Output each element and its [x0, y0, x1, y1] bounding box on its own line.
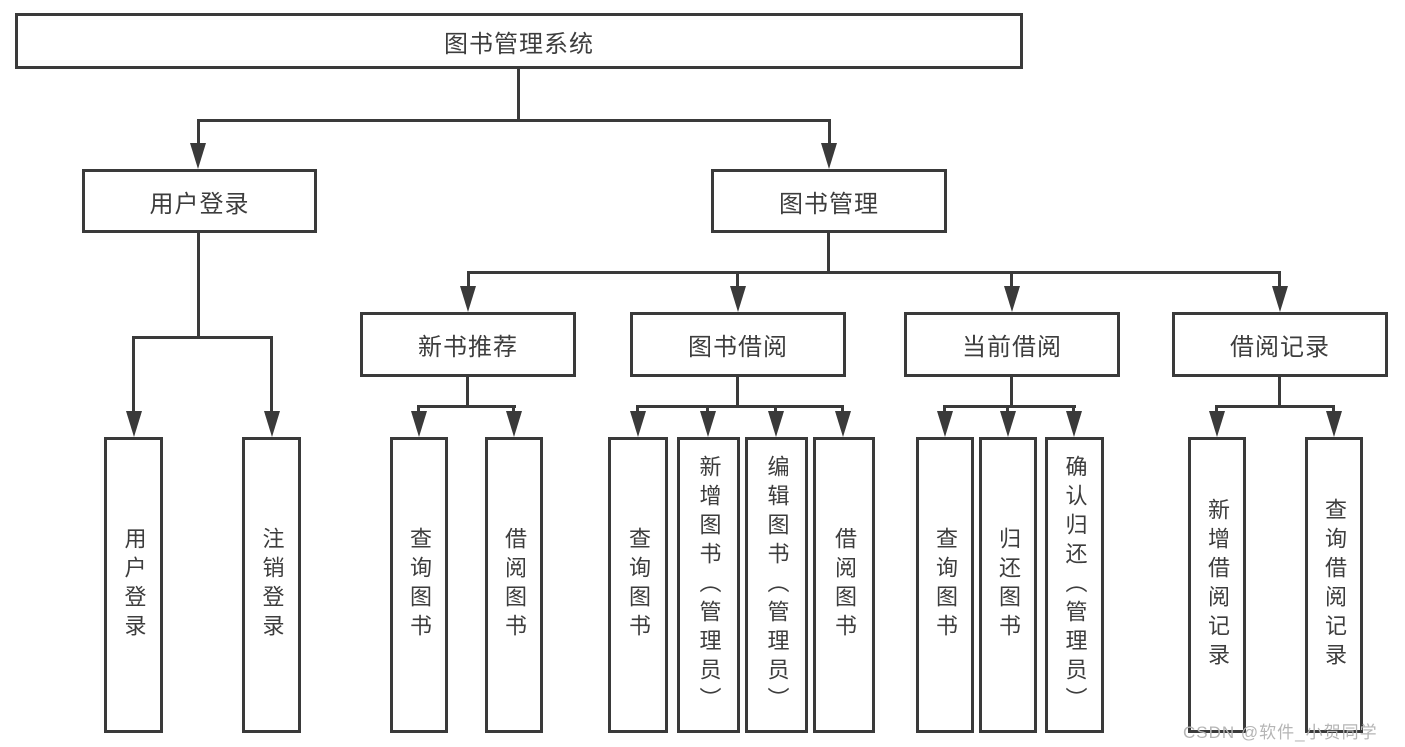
connector-line — [828, 119, 831, 149]
connector-line — [1215, 405, 1218, 414]
leaf-current-query-books-label: 查询图书 — [933, 527, 958, 643]
node-new-book-recommend-label: 新书推荐 — [418, 334, 518, 361]
connector-line — [943, 405, 1076, 408]
connector-line — [417, 405, 420, 414]
connector-line — [467, 271, 470, 289]
leaf-add-books-admin-label: 新增图书（管理员） — [696, 454, 722, 716]
connector-line — [512, 405, 515, 414]
arrow-down-icon — [1209, 411, 1225, 437]
leaf-edit-books-admin: 编辑图书（管理员） — [745, 437, 808, 733]
leaf-recommend-query-books-label: 查询图书 — [407, 527, 432, 643]
connector-line — [636, 405, 639, 414]
connector-line — [827, 233, 830, 274]
connector-line — [1072, 405, 1075, 414]
leaf-add-borrow-record-label: 新增借阅记录 — [1205, 498, 1230, 672]
connector-line — [197, 119, 831, 122]
leaf-query-borrow-record: 查询借阅记录 — [1305, 437, 1363, 733]
leaf-borrow-books-label: 借阅图书 — [832, 527, 857, 643]
node-borrow-records-label: 借阅记录 — [1230, 334, 1330, 361]
connector-line — [706, 405, 709, 414]
connector-line — [467, 271, 1281, 274]
watermark: CSDN @软件_小贺同学 — [1183, 723, 1378, 742]
connector-line — [1215, 405, 1335, 408]
leaf-borrow-query-books-label: 查询图书 — [626, 527, 651, 643]
arrow-down-icon — [1066, 411, 1082, 437]
leaf-add-books-admin: 新增图书（管理员） — [677, 437, 740, 733]
leaf-confirm-return-admin: 确认归还（管理员） — [1045, 437, 1104, 733]
node-new-book-recommend: 新书推荐 — [360, 312, 576, 377]
connector-line — [1278, 271, 1281, 289]
connector-line — [736, 377, 739, 408]
leaf-borrow-books: 借阅图书 — [813, 437, 875, 733]
arrow-down-icon — [411, 411, 427, 437]
connector-line — [197, 233, 200, 337]
leaf-edit-books-admin-label: 编辑图书（管理员） — [764, 454, 790, 716]
leaf-logout: 注销登录 — [242, 437, 301, 733]
arrow-down-icon — [937, 411, 953, 437]
arrow-down-icon — [730, 286, 746, 312]
connector-line — [132, 336, 273, 339]
connector-line — [270, 336, 273, 414]
node-root-label: 图书管理系统 — [444, 30, 594, 58]
leaf-recommend-borrow-books: 借阅图书 — [485, 437, 543, 733]
leaf-borrow-query-books: 查询图书 — [608, 437, 668, 733]
arrow-down-icon — [1272, 286, 1288, 312]
node-current-borrow: 当前借阅 — [904, 312, 1120, 377]
connector-line — [1010, 271, 1013, 289]
leaf-current-query-books: 查询图书 — [916, 437, 974, 733]
leaf-user-login-label: 用户登录 — [121, 527, 147, 643]
leaf-return-books-label: 归还图书 — [996, 527, 1021, 643]
arrow-down-icon — [821, 143, 837, 169]
node-book-management-label: 图书管理 — [779, 190, 879, 218]
leaf-user-login: 用户登录 — [104, 437, 163, 733]
arrow-down-icon — [700, 411, 716, 437]
arrow-down-icon — [126, 411, 142, 437]
arrow-down-icon — [768, 411, 784, 437]
node-book-borrow: 图书借阅 — [630, 312, 846, 377]
connector-line — [1278, 377, 1281, 408]
arrow-down-icon — [460, 286, 476, 312]
arrow-down-icon — [190, 143, 206, 169]
leaf-return-books: 归还图书 — [979, 437, 1037, 733]
node-current-borrow-label: 当前借阅 — [962, 334, 1062, 361]
arrow-down-icon — [630, 411, 646, 437]
leaf-recommend-borrow-books-label: 借阅图书 — [502, 527, 527, 643]
connector-line — [417, 405, 516, 408]
arrow-down-icon — [1326, 411, 1342, 437]
arrow-down-icon — [264, 411, 280, 437]
arrow-down-icon — [506, 411, 522, 437]
connector-line — [636, 405, 844, 408]
node-user-login-label: 用户登录 — [149, 190, 250, 218]
connector-line — [197, 119, 200, 149]
connector-line — [517, 69, 520, 120]
leaf-query-borrow-record-label: 查询借阅记录 — [1322, 498, 1347, 672]
connector-line — [466, 377, 469, 408]
connector-line — [736, 271, 739, 289]
node-book-management: 图书管理 — [711, 169, 947, 233]
leaf-add-borrow-record: 新增借阅记录 — [1188, 437, 1246, 733]
connector-line — [1332, 405, 1335, 414]
leaf-recommend-query-books: 查询图书 — [390, 437, 448, 733]
node-book-borrow-label: 图书借阅 — [688, 334, 788, 361]
node-user-login: 用户登录 — [82, 169, 317, 233]
connector-line — [943, 405, 946, 414]
arrow-down-icon — [1000, 411, 1016, 437]
connector-line — [132, 336, 135, 414]
leaf-logout-label: 注销登录 — [259, 527, 285, 643]
connector-line — [1010, 377, 1013, 408]
connector-line — [1006, 405, 1009, 414]
node-borrow-records: 借阅记录 — [1172, 312, 1388, 377]
node-root: 图书管理系统 — [15, 13, 1023, 69]
connector-line — [774, 405, 777, 414]
arrow-down-icon — [1004, 286, 1020, 312]
arrow-down-icon — [835, 411, 851, 437]
leaf-confirm-return-admin-label: 确认归还（管理员） — [1062, 454, 1088, 716]
connector-line — [841, 405, 844, 414]
